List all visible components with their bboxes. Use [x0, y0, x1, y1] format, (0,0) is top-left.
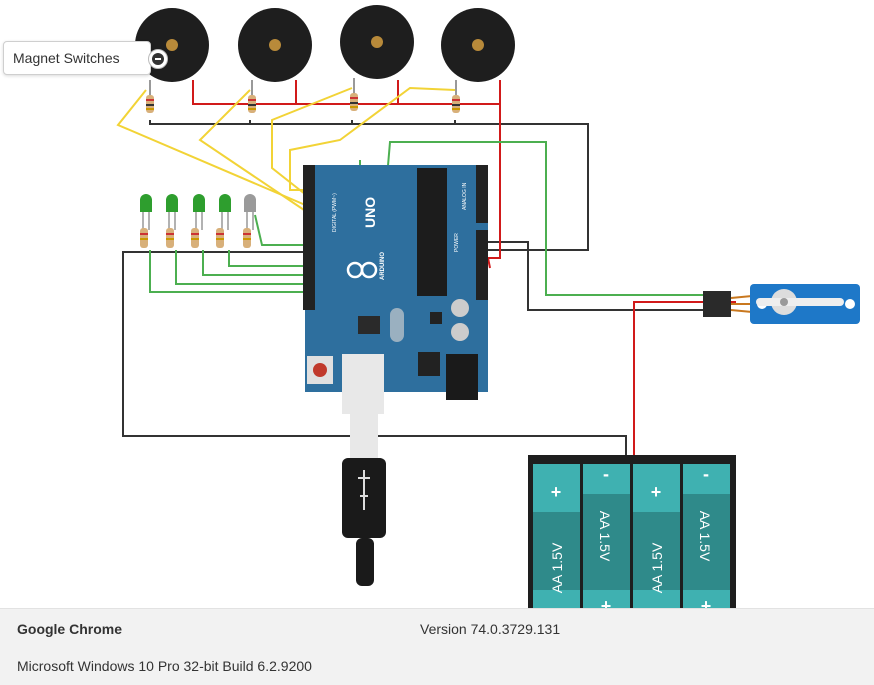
digital-pins-label: DIGITAL (PWM~) [332, 193, 338, 232]
yellow-wires[interactable] [116, 86, 456, 215]
black-wires[interactable] [122, 120, 705, 455]
circuit-diagram[interactable]: UNO ARDUINO DIGITAL (PWM~) ANALOG IN POW… [0, 0, 874, 608]
usb-icon [358, 470, 370, 510]
cell-4-label: AA 1.5V [697, 511, 713, 562]
buzzer-3[interactable] [340, 5, 414, 94]
buzzer-4[interactable] [441, 8, 515, 96]
red-wires[interactable] [192, 80, 736, 455]
cell-1-label: AA 1.5V [549, 542, 565, 593]
power-pins-label: POWER [454, 233, 460, 252]
servo-motor[interactable] [703, 284, 860, 324]
led-green-2 [166, 194, 178, 230]
board-brand: ARDUINO [380, 252, 386, 280]
cell-4-top-sign: - [703, 464, 709, 484]
tooltip-label: Magnet Switches [13, 50, 120, 66]
cell-2-bottom-sign: + [601, 596, 612, 608]
arduino-logo-icon [346, 261, 378, 279]
arduino-uno-board[interactable]: UNO ARDUINO DIGITAL (PWM~) ANALOG IN POW… [303, 165, 488, 414]
cell-1-top-sign: + [551, 482, 562, 502]
browser-name: Google Chrome [17, 621, 123, 637]
led-resistors[interactable] [140, 228, 251, 248]
cell-2-top-sign: - [603, 464, 609, 484]
buzzer-resistors[interactable] [146, 93, 460, 113]
led-green-4 [219, 194, 231, 230]
cell-2-label: AA 1.5V [597, 511, 613, 562]
cell-3-top-sign: + [651, 482, 662, 502]
led-green-3 [193, 194, 205, 230]
analog-pins-label: ANALOG IN [462, 182, 468, 210]
browser-version: Version 74.0.3729.131 [420, 621, 561, 637]
led-green-1 [140, 194, 152, 230]
usb-cable[interactable] [342, 414, 386, 586]
system-info-bar: Google Chrome Version 74.0.3729.131 Micr… [0, 608, 874, 685]
circuit-canvas[interactable]: UNO ARDUINO DIGITAL (PWM~) ANALOG IN POW… [0, 0, 874, 608]
minus-icon[interactable] [148, 49, 168, 69]
led-white [244, 194, 256, 230]
cell-3-label: AA 1.5V [649, 542, 665, 593]
component-tooltip: Magnet Switches [3, 41, 168, 75]
battery-pack[interactable]: + - + - + + AA 1.5V AA 1.5V AA 1.5V AA 1… [528, 455, 736, 608]
board-model: UNO [362, 197, 378, 228]
buzzer-2[interactable] [238, 8, 312, 96]
cell-4-bottom-sign: + [701, 596, 712, 608]
os-info: Microsoft Windows 10 Pro 32-bit Build 6.… [17, 658, 312, 674]
led-row[interactable] [140, 194, 256, 230]
